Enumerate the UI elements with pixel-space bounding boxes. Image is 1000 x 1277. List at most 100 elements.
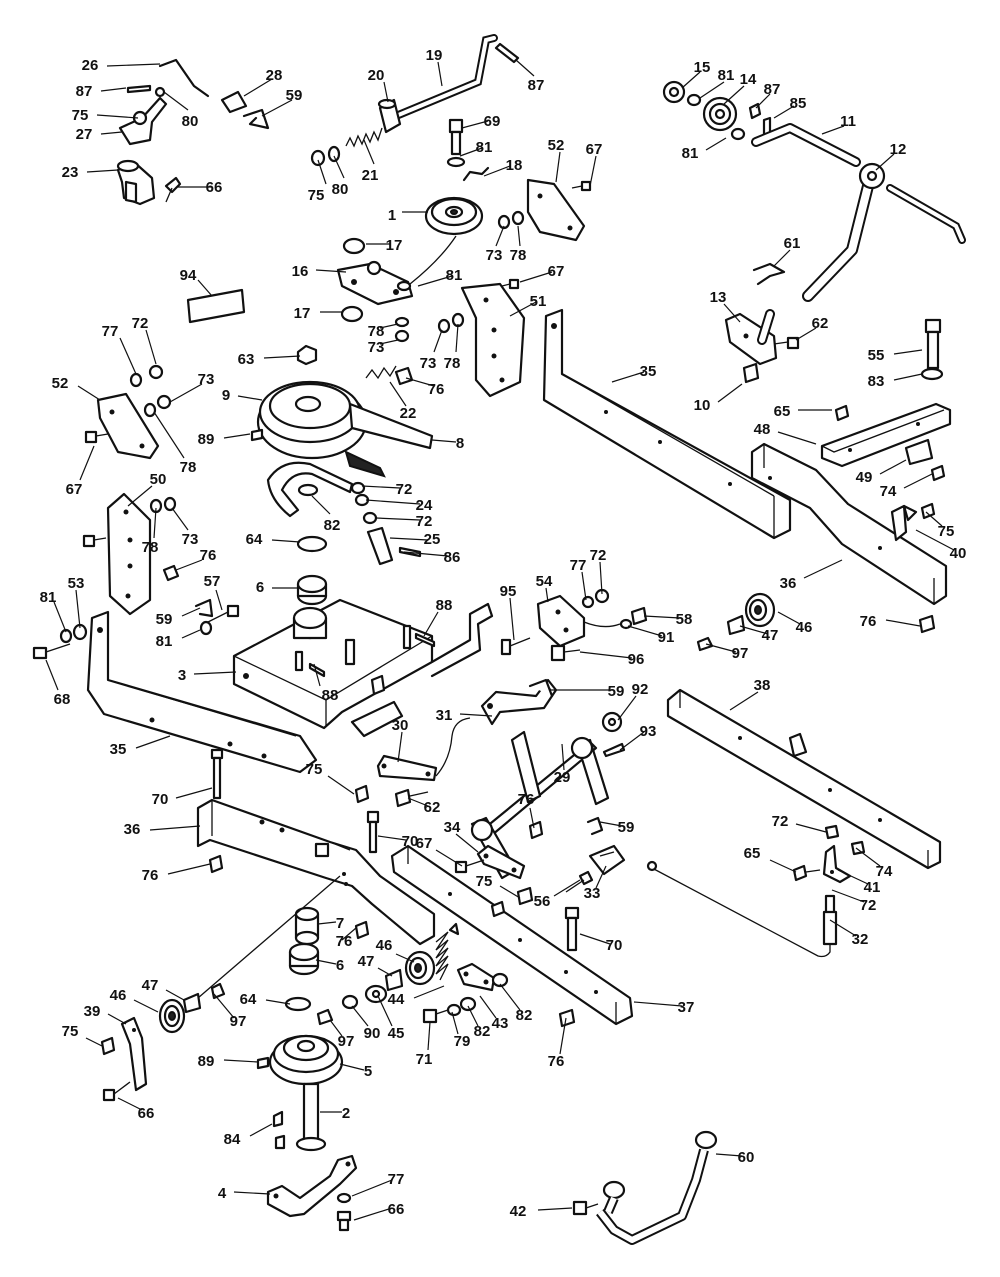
leader-line-36 — [803, 559, 843, 579]
callout-67: 67 — [66, 481, 83, 498]
callout-1: 1 — [388, 207, 396, 224]
callout-69: 69 — [484, 113, 501, 130]
callout-55: 55 — [868, 347, 885, 364]
leader-line-88 — [313, 663, 321, 687]
callout-81: 81 — [718, 67, 735, 84]
part-washer-81b — [396, 280, 412, 292]
leader-line-46 — [133, 999, 159, 1013]
leader-line-80 — [333, 155, 345, 179]
part-47-center — [384, 968, 404, 992]
callout-38: 38 — [754, 677, 771, 694]
leader-line-39 — [107, 1013, 127, 1025]
leader-line-69 — [461, 120, 489, 129]
leader-line-13 — [723, 303, 741, 323]
part-80-washer — [327, 145, 341, 163]
leader-line-3 — [193, 671, 237, 675]
leader-line-97 — [705, 643, 737, 653]
part-spring-21 — [345, 127, 383, 148]
part-bracket-40 — [890, 504, 918, 542]
leader-line-23 — [86, 169, 119, 173]
leader-line-64 — [271, 539, 301, 543]
part-crossshaft-29 — [470, 730, 610, 880]
callout-75: 75 — [306, 761, 323, 778]
part-arm-16 — [336, 260, 414, 306]
callout-42: 42 — [510, 1203, 527, 1220]
part-73-50 — [163, 496, 177, 512]
leader-line-79 — [451, 1011, 459, 1035]
leader-line-78 — [517, 225, 521, 247]
callout-75: 75 — [62, 1023, 79, 1040]
part-idler-46-right — [744, 592, 776, 628]
part-bolt-66-bottom — [336, 1210, 352, 1232]
part-bolt-62 — [394, 788, 412, 808]
callout-76: 76 — [200, 547, 217, 564]
leader-line-21 — [363, 139, 375, 165]
part-idler-46-center — [404, 950, 436, 986]
leader-line-16 — [315, 269, 347, 273]
part-rod-19 — [392, 34, 498, 120]
callout-82: 82 — [516, 1007, 533, 1024]
part-frame-35-left — [86, 610, 318, 774]
callout-81: 81 — [40, 589, 57, 606]
part-spacer-7 — [294, 906, 320, 946]
leader-line-73 — [433, 329, 443, 353]
callout-29: 29 — [554, 769, 571, 786]
callout-36: 36 — [780, 575, 797, 592]
callout-91: 91 — [658, 629, 675, 646]
callout-28: 28 — [266, 67, 283, 84]
part-cable-32 — [646, 860, 838, 958]
callout-75: 75 — [938, 523, 955, 540]
leader-line-85 — [773, 105, 795, 119]
callout-16: 16 — [292, 263, 309, 280]
part-rod-right — [886, 184, 966, 244]
leader-line-40 — [915, 529, 955, 551]
leader-line-60 — [715, 1153, 743, 1157]
part-idler-46-left — [158, 998, 186, 1034]
part-sprocket-14 — [702, 96, 738, 132]
callout-58: 58 — [676, 611, 693, 628]
part-75-washer — [310, 149, 326, 167]
leader-line-47 — [377, 967, 393, 977]
callout-61: 61 — [784, 235, 801, 252]
part-pin-87-tr — [748, 102, 762, 120]
part-clip-61 — [752, 262, 786, 286]
callout-21: 21 — [362, 167, 379, 184]
part-bolt-96 — [550, 644, 581, 662]
part-frame-35-right — [542, 308, 792, 540]
leader-line-73 — [169, 383, 203, 403]
callout-59: 59 — [286, 87, 303, 104]
callout-72: 72 — [132, 315, 149, 332]
callout-3: 3 — [178, 667, 186, 684]
leader-line-68 — [45, 659, 59, 691]
leader-line-62 — [407, 797, 429, 807]
callout-23: 23 — [62, 164, 79, 181]
part-arm-12 — [802, 162, 886, 302]
part-nut-76-7 — [354, 920, 370, 940]
leader-line-72 — [795, 823, 827, 833]
part-73-mid — [437, 318, 451, 334]
leader-line-75 — [327, 775, 355, 795]
callout-13: 13 — [710, 289, 727, 306]
part-link-30 — [376, 754, 438, 782]
part-bolt-56-shank — [565, 879, 585, 893]
callout-7: 7 — [336, 915, 344, 932]
callout-4: 4 — [218, 1185, 227, 1202]
callout-89: 89 — [198, 1053, 215, 1070]
callout-73: 73 — [420, 355, 437, 372]
callout-82: 82 — [324, 517, 341, 534]
callout-89: 89 — [198, 431, 215, 448]
leader-line-78 — [153, 507, 157, 539]
callout-30: 30 — [392, 717, 409, 734]
callout-32: 32 — [852, 931, 869, 948]
leader-line-97 — [213, 993, 235, 1019]
part-washer-81 — [446, 156, 466, 168]
leader-line-94 — [197, 279, 213, 297]
part-washer-82-a — [491, 972, 509, 988]
leader-line-14 — [723, 85, 745, 105]
callout-59: 59 — [156, 611, 173, 628]
part-pulley-9 — [256, 380, 368, 460]
leader-line-78 — [379, 323, 399, 329]
leader-line-35 — [611, 371, 645, 383]
callout-50: 50 — [150, 471, 167, 488]
callout-36: 36 — [124, 821, 141, 838]
